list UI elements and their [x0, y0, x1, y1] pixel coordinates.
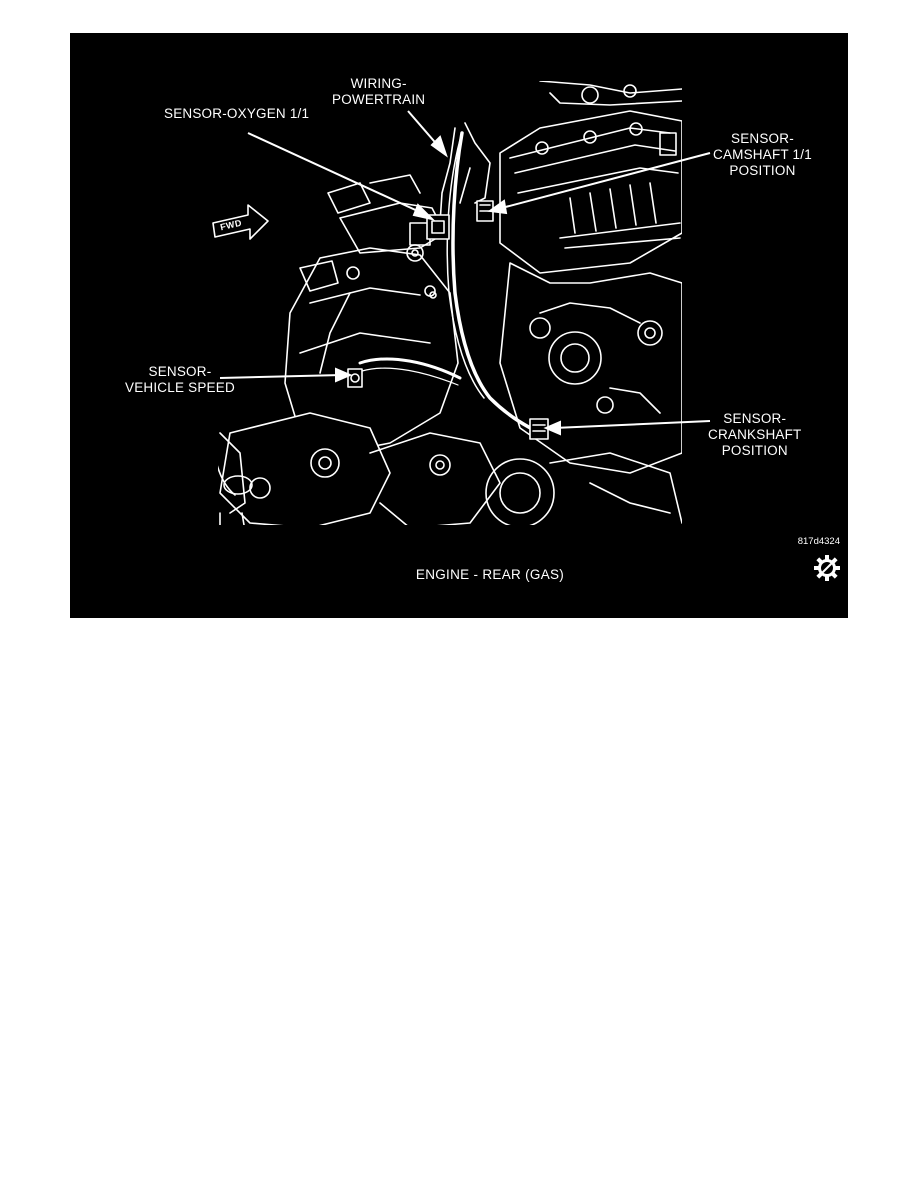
fwd-arrow-icon [212, 204, 269, 240]
label-camshaft-sensor: SENSOR- CAMSHAFT 1/1 POSITION [713, 131, 812, 178]
gear-icon [814, 555, 840, 581]
figure-panel: SENSOR-OXYGEN 1/1 WIRING- POWERTRAIN SEN… [70, 33, 848, 618]
label-oxygen-sensor: SENSOR-OXYGEN 1/1 [164, 106, 310, 121]
engine-illustration [70, 33, 848, 618]
label-vehicle-speed-sensor: SENSOR- VEHICLE SPEED [125, 364, 235, 395]
engine-drawing [212, 80, 683, 529]
figure-caption: ENGINE - REAR (GAS) [415, 567, 565, 582]
label-wiring-powertrain: WIRING- POWERTRAIN [332, 76, 426, 107]
figure-id: 817d4324 [797, 536, 840, 547]
leader-arrows [219, 110, 711, 436]
label-crankshaft-sensor: SENSOR- CRANKSHAFT POSITION [708, 411, 802, 458]
